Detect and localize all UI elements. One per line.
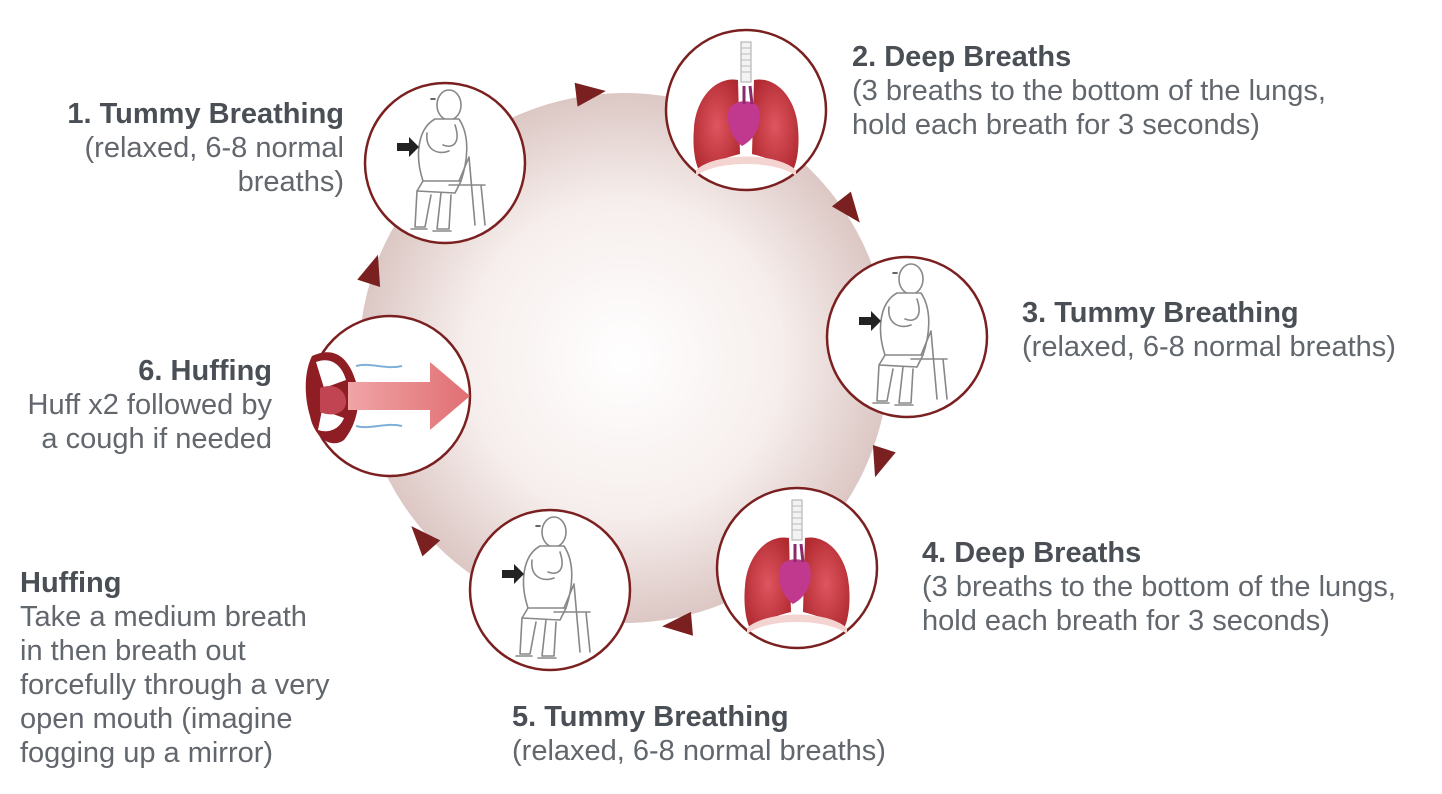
step-1-desc-line-2: breaths): [237, 166, 344, 198]
step-5-desc-line-1: (relaxed, 6-8 normal breaths): [512, 735, 886, 767]
step-4-label: 4. Deep Breaths (3 breaths to the bottom…: [922, 536, 1396, 638]
step-6-label: 6. Huffing Huff x2 followed by a cough i…: [28, 354, 273, 456]
step-4-desc-line-2: hold each breath for 3 seconds): [922, 605, 1330, 637]
step-3-title: 3. Tummy Breathing: [1022, 297, 1299, 329]
step-5-circle: [468, 508, 632, 672]
step-5-title: 5. Tummy Breathing: [512, 701, 789, 733]
step-1-desc-line-1: (relaxed, 6-8 normal: [84, 132, 345, 164]
arrow-head-3: [872, 444, 896, 478]
huffing-note-title: Huffing: [20, 567, 122, 599]
huffing-note-line-3: forcefully through a very: [20, 669, 330, 701]
huffing-note: Huffing Take a medium breath in then bre…: [20, 566, 329, 770]
step-6-desc-line-1: Huff x2 followed by: [27, 389, 273, 421]
step-4-title: 4. Deep Breaths: [922, 537, 1142, 569]
step-2-desc-line-1: (3 breaths to the bottom of the lungs,: [852, 75, 1326, 107]
huffing-note-line-2: in then breath out: [20, 635, 246, 667]
step-5-label: 5. Tummy Breathing (relaxed, 6-8 normal …: [512, 700, 886, 768]
arrow-head-2: [831, 191, 860, 223]
huffing-note-line-1: Take a medium breath: [20, 601, 307, 633]
arrow-head-4: [662, 611, 693, 636]
step-4-desc-line-1: (3 breaths to the bottom of the lungs,: [922, 571, 1396, 603]
arrow-head-5: [411, 526, 441, 557]
step-6-desc-line-2: a cough if needed: [41, 423, 272, 455]
arrow-head-6: [357, 254, 381, 288]
step-1-title: 1. Tummy Breathing: [67, 98, 344, 130]
step-6-circle: [304, 314, 472, 478]
step-1-circle: [363, 81, 527, 245]
huffing-note-line-5: fogging up a mirror): [20, 737, 274, 769]
step-4-circle: [715, 486, 879, 650]
step-1-label: 1. Tummy Breathing (relaxed, 6-8 normal …: [67, 97, 344, 199]
step-3-desc-line-1: (relaxed, 6-8 normal breaths): [1022, 331, 1396, 363]
step-2-desc-line-2: hold each breath for 3 seconds): [852, 109, 1260, 141]
step-6-title: 6. Huffing: [138, 355, 272, 387]
step-2-circle: [664, 28, 828, 192]
step-2-title: 2. Deep Breaths: [852, 41, 1072, 73]
step-3-circle: [825, 255, 989, 419]
huffing-note-line-4: open mouth (imagine: [20, 703, 293, 735]
arrow-head-1: [574, 82, 606, 107]
step-3-label: 3. Tummy Breathing (relaxed, 6-8 normal …: [1022, 296, 1396, 364]
step-2-label: 2. Deep Breaths (3 breaths to the bottom…: [852, 40, 1326, 142]
